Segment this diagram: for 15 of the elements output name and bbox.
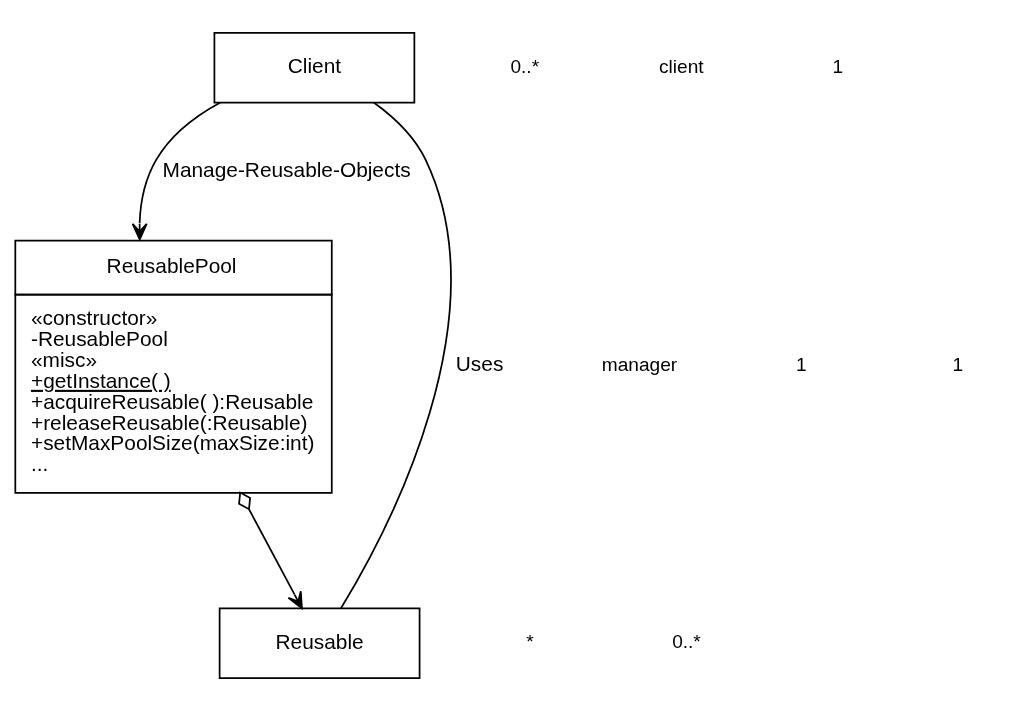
connector [340,101,452,609]
label: 0..* [510,55,540,77]
arrow [131,101,221,240]
arrow [238,490,303,609]
node-box: Client [213,31,416,103]
label: 1 [952,353,964,375]
label: 1 [832,55,844,77]
label: * [526,630,534,652]
label: 1 [795,353,807,375]
label: manager [601,353,678,375]
label: 0..* [672,630,701,652]
edge-label: Manage-Reusable-Objects [162,157,411,181]
label: client [658,55,704,77]
node-box: Reusable [218,607,421,679]
edge-label: Uses [455,351,504,375]
